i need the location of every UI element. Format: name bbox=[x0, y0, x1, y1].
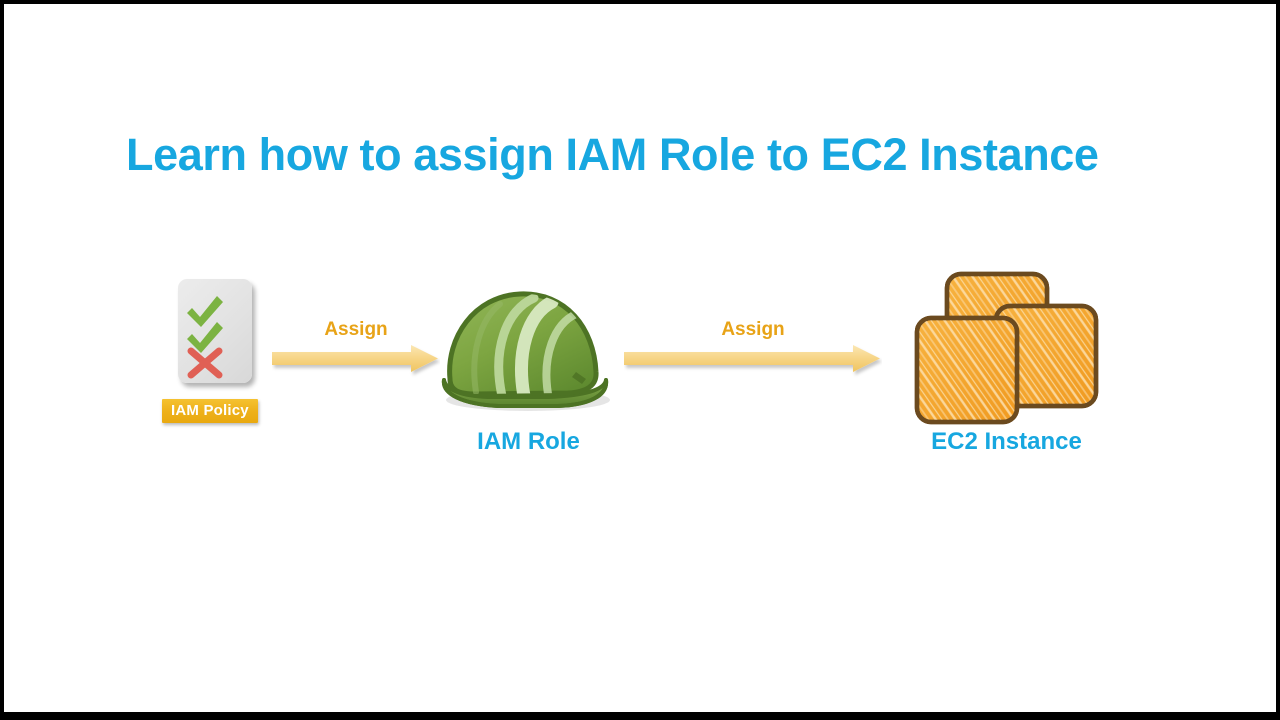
ec2-instance-box bbox=[914, 315, 1020, 425]
arrow-policy-to-role: Assign bbox=[272, 319, 440, 379]
helmet-highlights bbox=[471, 293, 580, 394]
helmet-brim-edge bbox=[441, 378, 609, 408]
policy-glyphs bbox=[187, 296, 223, 379]
ec2-instances-icon bbox=[914, 271, 1099, 425]
iam-role-caption: IAM Role bbox=[477, 428, 580, 455]
ec2-instance-caption: EC2 Instance bbox=[931, 428, 1082, 455]
arrow-right-icon bbox=[272, 345, 438, 372]
arrow-label-assign-1: Assign bbox=[324, 319, 388, 340]
node-iam-policy[interactable]: IAM Policy bbox=[156, 279, 286, 439]
arrow-right-icon bbox=[624, 345, 880, 372]
node-ec2-instance[interactable]: EC2 Instance bbox=[904, 266, 1109, 466]
helmet-vent bbox=[572, 372, 586, 384]
hard-hat-icon bbox=[441, 291, 610, 411]
check-mark-icon bbox=[187, 322, 223, 353]
node-iam-role[interactable]: IAM Role bbox=[436, 276, 621, 466]
check-mark-icon bbox=[187, 296, 223, 327]
policy-document-icon bbox=[178, 279, 252, 383]
arrow-label-assign-2: Assign bbox=[721, 319, 785, 340]
slide-frame: Learn how to assign IAM Role to EC2 Inst… bbox=[4, 4, 1276, 712]
cross-mark-icon bbox=[187, 347, 223, 379]
page-title: Learn how to assign IAM Role to EC2 Inst… bbox=[126, 129, 1099, 180]
arrow-role-to-ec2: Assign bbox=[624, 319, 882, 379]
iam-policy-label: IAM Policy bbox=[162, 399, 258, 423]
diagram-canvas: IAM Policy Assign bbox=[4, 4, 1276, 712]
